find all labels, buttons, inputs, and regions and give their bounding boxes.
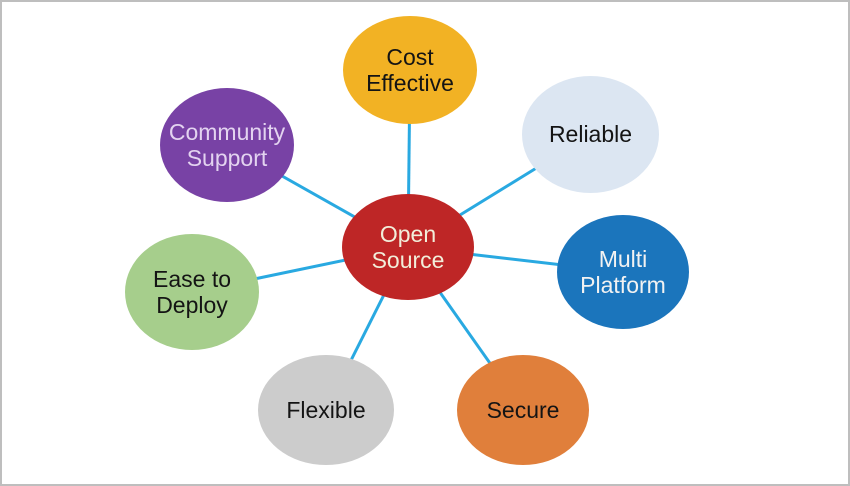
- node-community-support-label: Community Support: [168, 118, 286, 171]
- node-open-source: Open Source: [342, 194, 474, 300]
- node-multi-platform-label: Multi Platform: [580, 245, 666, 298]
- node-secure: Secure: [457, 355, 589, 465]
- node-ease-to-deploy: Ease to Deploy: [125, 234, 259, 350]
- node-cost-effective-label: Cost Effective: [366, 43, 454, 96]
- node-ease-to-deploy-label: Ease to Deploy: [153, 265, 231, 318]
- node-flexible: Flexible: [258, 355, 394, 465]
- node-open-source-label: Open Source: [371, 220, 445, 273]
- node-flexible-label: Flexible: [286, 396, 366, 423]
- node-cost-effective: Cost Effective: [343, 16, 477, 124]
- node-reliable-label: Reliable: [548, 121, 633, 148]
- node-community-support: Community Support: [160, 88, 294, 202]
- node-reliable: Reliable: [522, 76, 659, 193]
- node-multi-platform: Multi Platform: [557, 215, 689, 329]
- node-secure-label: Secure: [486, 396, 560, 423]
